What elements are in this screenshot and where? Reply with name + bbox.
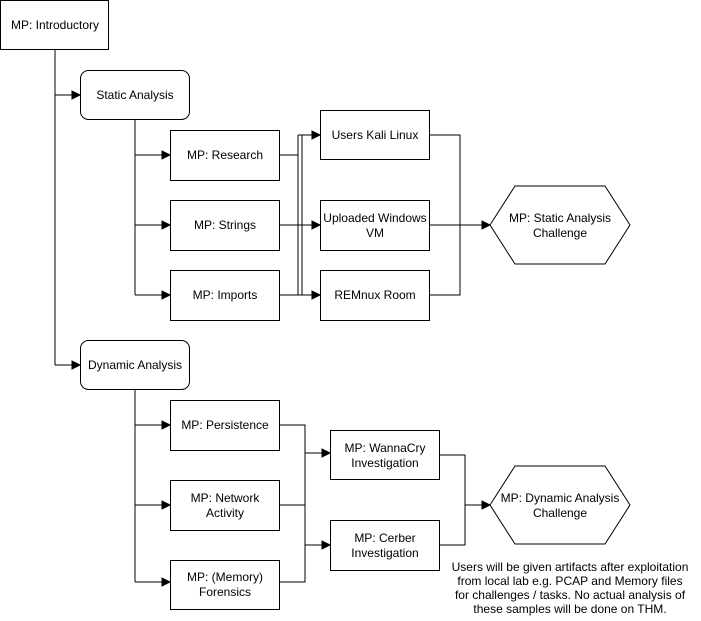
node-persistence-label: MP: Persistence: [181, 418, 269, 432]
node-cerber: MP: Cerber Investigation: [330, 520, 440, 571]
node-intro: MP: Introductory: [0, 0, 109, 50]
node-strings: MP: Strings: [170, 200, 280, 251]
edge-investigations-out: [440, 454, 466, 546]
node-dynamic-challenge-label-2: Challenge: [533, 506, 587, 520]
note-line-3: for challenges / tasks. No actual analys…: [455, 588, 686, 602]
node-persistence: MP: Persistence: [170, 400, 280, 451]
node-wannacry-label-1: MP: WannaCry: [345, 441, 426, 455]
node-static-analysis-label: Static Analysis: [96, 88, 173, 102]
node-network: MP: Network Activity: [170, 480, 280, 531]
node-dynamic-analysis: Dynamic Analysis: [80, 340, 190, 390]
node-remnux-label: REMnux Room: [334, 288, 415, 302]
node-imports: MP: Imports: [170, 270, 280, 321]
note-line-1: Users will be given artifacts after expl…: [452, 560, 689, 574]
node-memory-label-1: MP: (Memory): [187, 570, 263, 584]
node-static-challenge-label-2: Challenge: [533, 226, 587, 240]
edges: [54, 50, 492, 587]
node-wannacry-label-2: Investigation: [351, 456, 418, 470]
node-windows-vm-label-2: VM: [366, 226, 384, 240]
node-windows-vm-label-1: Uploaded Windows: [323, 211, 426, 225]
node-dynamic-analysis-label: Dynamic Analysis: [88, 358, 182, 372]
node-wannacry: MP: WannaCry Investigation: [330, 430, 440, 480]
node-cerber-label-1: MP: Cerber: [354, 531, 415, 545]
arrowhead-static: [71, 90, 82, 100]
arrowhead-research: [161, 150, 172, 160]
node-windows-vm: Uploaded Windows VM: [320, 200, 430, 251]
arrowhead-dynamic-challenge: [481, 500, 492, 510]
arrowhead-network: [161, 500, 172, 510]
node-intro-label: MP: Introductory: [11, 18, 99, 32]
node-network-label-1: MP: Network: [191, 491, 261, 505]
arrowhead-remnux: [311, 290, 322, 300]
edge-kali-out: [430, 134, 461, 296]
arrowhead-dynamic: [71, 360, 82, 370]
node-static-challenge-label-1: MP: Static Analysis: [509, 211, 611, 225]
node-dynamic-challenge-label-1: MP: Dynamic Analysis: [501, 491, 620, 505]
arrowhead-cerber: [321, 540, 332, 550]
note-line-4: these samples will be done on THM.: [473, 602, 666, 616]
node-research-label: MP: Research: [187, 148, 263, 162]
node-remnux: REMnux Room: [320, 270, 430, 321]
arrowhead-strings: [161, 220, 172, 230]
node-memory: MP: (Memory) Forensics: [170, 560, 280, 610]
node-static-challenge: MP: Static Analysis Challenge: [489, 185, 631, 265]
node-strings-label: MP: Strings: [194, 218, 256, 232]
node-network-label-2: Activity: [206, 506, 244, 520]
arrowhead-persistence: [161, 420, 172, 430]
node-memory-label-2: Forensics: [199, 585, 251, 599]
node-imports-label: MP: Imports: [193, 288, 258, 302]
arrowhead-wannacry: [321, 448, 332, 458]
node-kali-label: Users Kali Linux: [332, 128, 419, 142]
edge-persistence-to-bus: [280, 424, 306, 583]
node-dynamic-challenge: MP: Dynamic Analysis Challenge: [489, 465, 631, 545]
arrowhead-static-challenge: [481, 220, 492, 230]
arrowhead-windows: [311, 220, 322, 230]
artifact-note: Users will be given artifacts after expl…: [452, 560, 689, 616]
arrowhead-kali: [311, 130, 322, 140]
note-line-2: from local lab e.g. PCAP and Memory file…: [457, 574, 682, 588]
node-static-analysis: Static Analysis: [80, 70, 190, 120]
arrowhead-imports: [161, 290, 172, 300]
arrowhead-memory: [161, 577, 172, 587]
node-research: MP: Research: [170, 130, 280, 181]
node-cerber-label-2: Investigation: [351, 546, 418, 560]
node-kali: Users Kali Linux: [320, 110, 430, 160]
